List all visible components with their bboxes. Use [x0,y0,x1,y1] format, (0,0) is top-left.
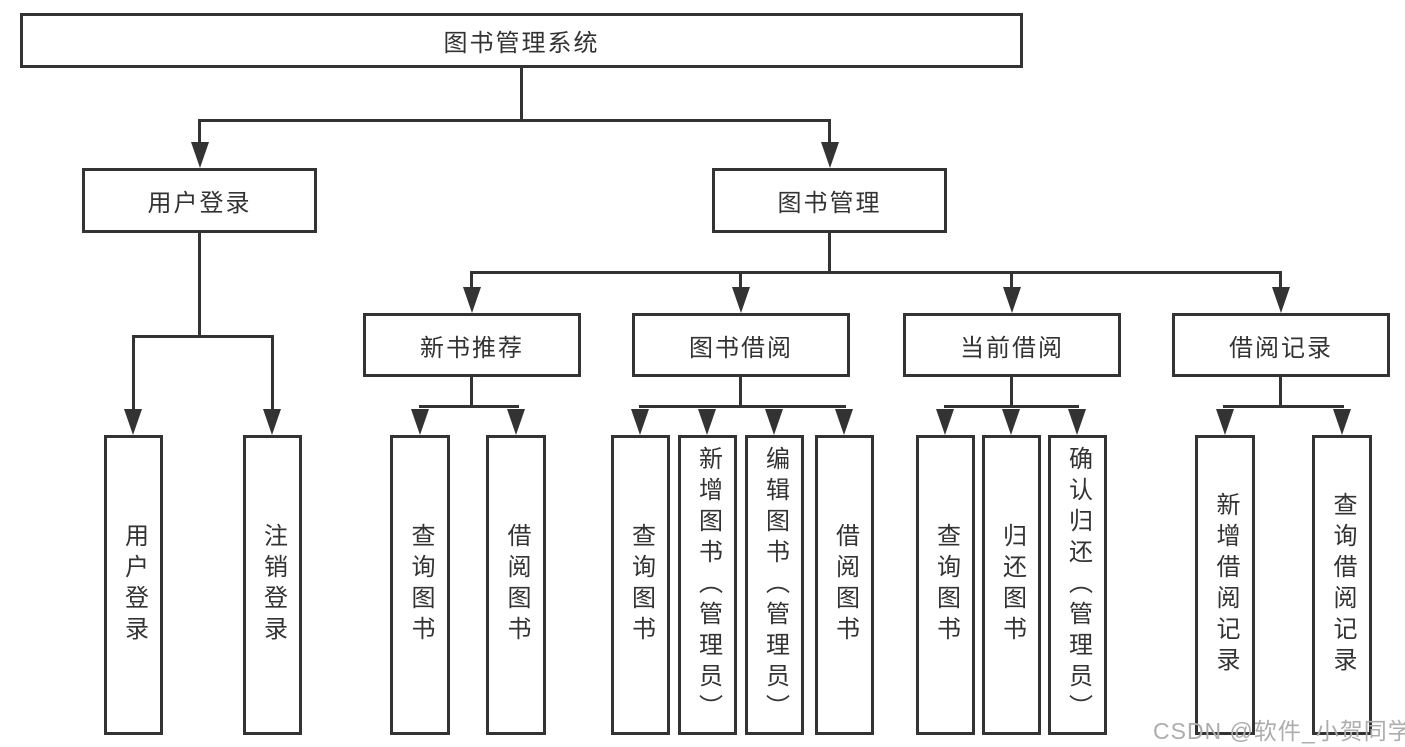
arrow-down-icon [765,409,783,435]
connector-book-mgmt-drop [828,119,831,146]
connector-leaf-drop [132,335,135,411]
leaf-query-book-recommend: 查询图书 [390,435,450,735]
connector-book-mgmt-stem [828,233,831,273]
node-new-book-recommend-label: 新书推荐 [420,334,524,362]
node-book-borrow: 图书借阅 [632,313,850,377]
connector-section-bar [944,405,1079,408]
arrow-down-icon [1002,409,1020,435]
node-current-borrow: 当前借阅 [903,313,1121,377]
connector-book-mgmt-bar [470,271,1282,274]
arrow-down-icon [936,409,954,435]
node-book-borrow-label: 图书借阅 [689,334,793,362]
leaf-add-book-admin: 新增图书（管理员） [678,435,737,735]
leaf-add-borrow-record: 新增借阅记录 [1195,435,1255,735]
leaf-query-book-current: 查询图书 [916,435,975,735]
leaf-confirm-return-admin-label: 确认归还（管理员） [1064,445,1092,725]
node-user-login: 用户登录 [82,168,317,233]
arrow-down-icon [698,409,716,435]
leaf-confirm-return-admin: 确认归还（管理员） [1048,435,1107,735]
leaf-query-borrow-record: 查询借阅记录 [1312,435,1372,735]
arrow-down-icon [411,409,429,435]
connector-root-stem [520,68,523,121]
connector-user-login-bar [132,335,274,338]
connector-section-stem [1279,377,1282,408]
connector-user-login-stem [198,233,201,337]
csdn-watermark: CSDN @软件_小贺同学 [1153,718,1405,744]
connector-section-drop [1010,271,1013,291]
arrow-down-icon [1272,287,1290,313]
leaf-logout-label: 注销登录 [259,523,287,647]
node-borrow-record: 借阅记录 [1172,313,1390,377]
leaf-user-login: 用户登录 [104,435,163,735]
leaf-edit-book-admin: 编辑图书（管理员） [745,435,804,735]
connector-section-drop [470,271,473,291]
leaf-add-book-admin-label: 新增图书（管理员） [694,445,722,725]
arrow-down-icon [1068,409,1086,435]
node-book-management-label: 图书管理 [777,190,882,217]
leaf-borrow-book: 借阅图书 [815,435,874,735]
arrow-down-icon [124,409,142,435]
leaf-borrow-book-recommend-label: 借阅图书 [503,523,530,647]
connector-leaf-drop [271,335,274,411]
arrow-down-icon [191,142,209,168]
connector-section-stem [470,377,473,408]
leaf-user-login-label: 用户登录 [120,523,148,647]
arrow-down-icon [507,409,525,435]
node-borrow-record-label: 借阅记录 [1229,334,1333,362]
leaf-query-book-borrow: 查询图书 [611,435,670,735]
node-user-login-label: 用户登录 [147,190,252,217]
leaf-borrow-book-label: 借阅图书 [831,523,859,647]
node-current-borrow-label: 当前借阅 [960,334,1064,362]
arrow-down-icon [835,409,853,435]
leaf-add-borrow-record-label: 新增借阅记录 [1212,492,1239,678]
leaf-query-borrow-record-label: 查询借阅记录 [1329,492,1356,678]
leaf-return-book-label: 归还图书 [998,523,1026,647]
arrow-down-icon [463,287,481,313]
connector-section-bar [1223,405,1344,408]
leaf-return-book: 归还图书 [982,435,1041,735]
node-library-system: 图书管理系统 [20,13,1023,68]
connector-section-bar [639,405,846,408]
connector-section-bar [419,405,519,408]
connector-section-drop [739,271,742,291]
arrow-down-icon [1003,287,1021,313]
arrow-down-icon [1216,409,1234,435]
leaf-borrow-book-recommend: 借阅图书 [486,435,546,735]
arrow-down-icon [821,142,839,168]
leaf-query-book-current-label: 查询图书 [932,523,960,647]
arrow-down-icon [631,409,649,435]
connector-section-stem [739,377,742,408]
connector-root-bar [198,119,831,122]
arrow-down-icon [1333,409,1351,435]
node-library-system-label: 图书管理系统 [443,30,600,57]
connector-section-stem [1010,377,1013,408]
arrow-down-icon [263,409,281,435]
connector-user-login-drop [198,119,201,146]
connector-section-drop [1279,271,1282,291]
leaf-logout: 注销登录 [243,435,302,735]
node-book-management: 图书管理 [712,168,947,233]
leaf-query-book-borrow-label: 查询图书 [627,523,655,647]
arrow-down-icon [732,287,750,313]
leaf-query-book-recommend-label: 查询图书 [407,523,434,647]
leaf-edit-book-admin-label: 编辑图书（管理员） [761,445,789,725]
node-new-book-recommend: 新书推荐 [363,313,581,377]
